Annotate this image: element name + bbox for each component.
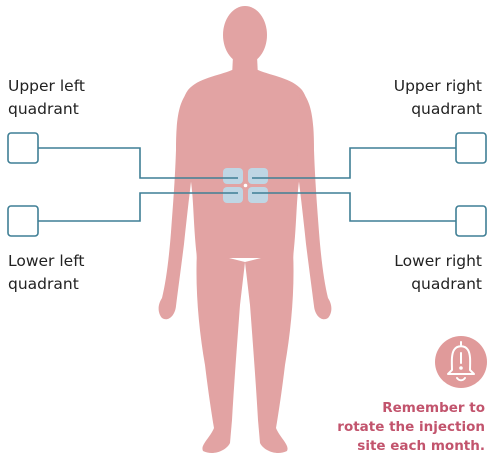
- reminder-line3: site each month.: [337, 437, 485, 456]
- right-arm: [297, 90, 331, 319]
- upper-left-quadrant-area[interactable]: [223, 168, 243, 184]
- upper-left-quadrant-label: Upper left quadrant: [8, 75, 85, 121]
- reminder-line1: Remember to: [337, 399, 485, 418]
- lower-right-label-line1: Lower right: [394, 250, 482, 273]
- head: [223, 6, 267, 64]
- reminder-line2: rotate the injection: [337, 418, 485, 437]
- checkbox-upper-left[interactable]: [8, 133, 38, 163]
- lower-left-quadrant-area[interactable]: [223, 187, 243, 203]
- lower-left-label-line2: quadrant: [8, 273, 84, 296]
- lower-right-quadrant-label: Lower right quadrant: [394, 250, 482, 296]
- upper-right-quadrant-area[interactable]: [248, 168, 268, 184]
- upper-left-label-line1: Upper left: [8, 75, 85, 98]
- navel-marker: [244, 184, 248, 188]
- torso: [182, 70, 309, 258]
- lower-left-quadrant-label: Lower left quadrant: [8, 250, 84, 296]
- checkbox-lower-left[interactable]: [8, 206, 38, 236]
- upper-left-label-line2: quadrant: [8, 98, 85, 121]
- checkbox-upper-right[interactable]: [456, 133, 486, 163]
- rotation-reminder-text: Remember to rotate the injection site ea…: [337, 399, 485, 456]
- human-body-silhouette: [159, 6, 332, 453]
- right-leg: [245, 250, 294, 453]
- checkbox-lower-right[interactable]: [456, 206, 486, 236]
- lower-right-label-line2: quadrant: [394, 273, 482, 296]
- left-arm: [159, 90, 193, 319]
- upper-right-quadrant-label: Upper right quadrant: [394, 75, 482, 121]
- upper-right-label-line2: quadrant: [394, 98, 482, 121]
- lower-left-label-line1: Lower left: [8, 250, 84, 273]
- left-leg: [196, 250, 245, 453]
- lower-right-quadrant-area[interactable]: [248, 187, 268, 203]
- reminder-badge: [435, 336, 487, 388]
- upper-right-label-line1: Upper right: [394, 75, 482, 98]
